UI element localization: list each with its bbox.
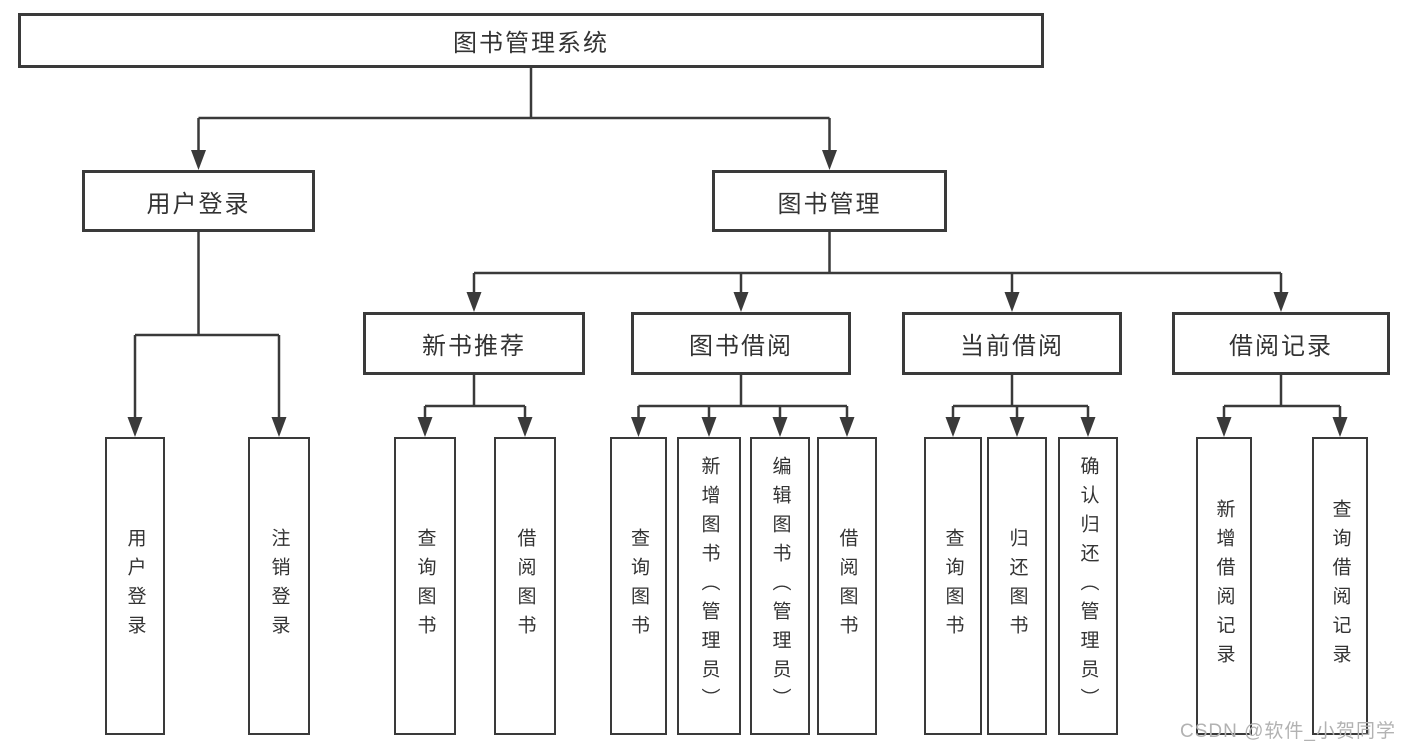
node-borrowing-records: 借阅记录 bbox=[1172, 312, 1390, 375]
csdn-watermark: CSDN @软件_小贺同学 bbox=[1180, 721, 1396, 742]
leaf-borrow-add-books-admin: 新增图书（管理员） bbox=[677, 437, 741, 735]
node-new-book-recommend: 新书推荐 bbox=[363, 312, 585, 375]
leaf-current-confirm-return-admin: 确认归还（管理员） bbox=[1058, 437, 1118, 735]
node-book-management: 图书管理 bbox=[712, 170, 947, 232]
leaf-user-login: 用户登录 bbox=[105, 437, 165, 735]
leaf-borrow-edit-books-admin: 编辑图书（管理员） bbox=[750, 437, 810, 735]
node-book-borrowing: 图书借阅 bbox=[631, 312, 851, 375]
node-user-login-branch: 用户登录 bbox=[82, 170, 315, 232]
node-library-system: 图书管理系统 bbox=[18, 13, 1044, 68]
leaf-borrow-borrow-books: 借阅图书 bbox=[817, 437, 877, 735]
leaf-current-return-books: 归还图书 bbox=[987, 437, 1047, 735]
leaf-logout: 注销登录 bbox=[248, 437, 310, 735]
leaf-current-query-books: 查询图书 bbox=[924, 437, 982, 735]
leaf-records-query-record: 查询借阅记录 bbox=[1312, 437, 1368, 735]
leaf-newrec-query-books: 查询图书 bbox=[394, 437, 456, 735]
leaf-newrec-borrow-books: 借阅图书 bbox=[494, 437, 556, 735]
node-current-borrowing: 当前借阅 bbox=[902, 312, 1122, 375]
leaf-records-add-record: 新增借阅记录 bbox=[1196, 437, 1252, 735]
leaf-borrow-query-books: 查询图书 bbox=[610, 437, 667, 735]
